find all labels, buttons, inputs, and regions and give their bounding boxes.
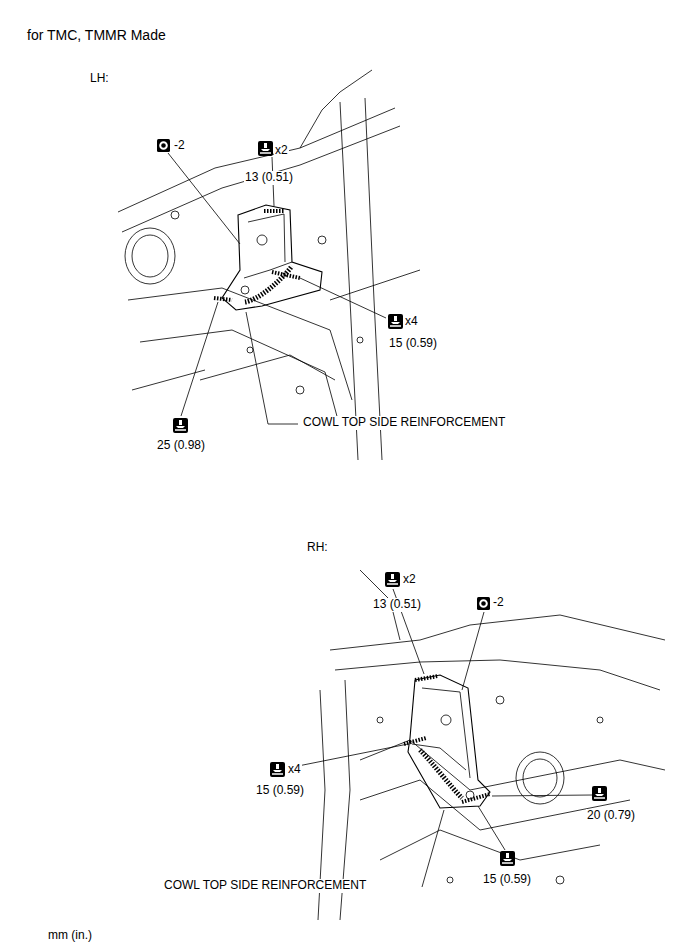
lh-welds [214, 211, 300, 302]
quantity: x4 [287, 763, 302, 777]
torque-spec: 13 (0.51) [244, 171, 294, 185]
unit-note: mm (in.) [47, 929, 93, 943]
torque-spec: 13 (0.51) [372, 598, 422, 612]
rh-leaders [288, 589, 592, 887]
torque-spec: 15 (0.59) [255, 784, 305, 798]
view-heading: LH: [89, 72, 110, 86]
torque-spec: 15 (0.59) [482, 873, 532, 887]
rh-welds [404, 676, 490, 802]
rh-body [318, 570, 665, 920]
lh-body [118, 70, 420, 460]
lh-leaders [168, 153, 386, 424]
quantity: x4 [404, 315, 419, 329]
torque-spec: 20 (0.79) [586, 809, 636, 823]
quantity: x2 [402, 573, 417, 587]
torque-spec: 15 (0.59) [388, 337, 438, 351]
page-heading: for TMC, TMMR Made [26, 27, 167, 43]
part-name: COWL TOP SIDE REINFORCEMENT [302, 416, 506, 430]
quantity: -2 [173, 139, 186, 153]
view-heading: RH: [306, 541, 329, 555]
torque-spec: 25 (0.98) [156, 439, 206, 453]
part-name: COWL TOP SIDE REINFORCEMENT [163, 879, 367, 893]
quantity: -2 [492, 596, 505, 610]
quantity: x2 [274, 144, 289, 158]
